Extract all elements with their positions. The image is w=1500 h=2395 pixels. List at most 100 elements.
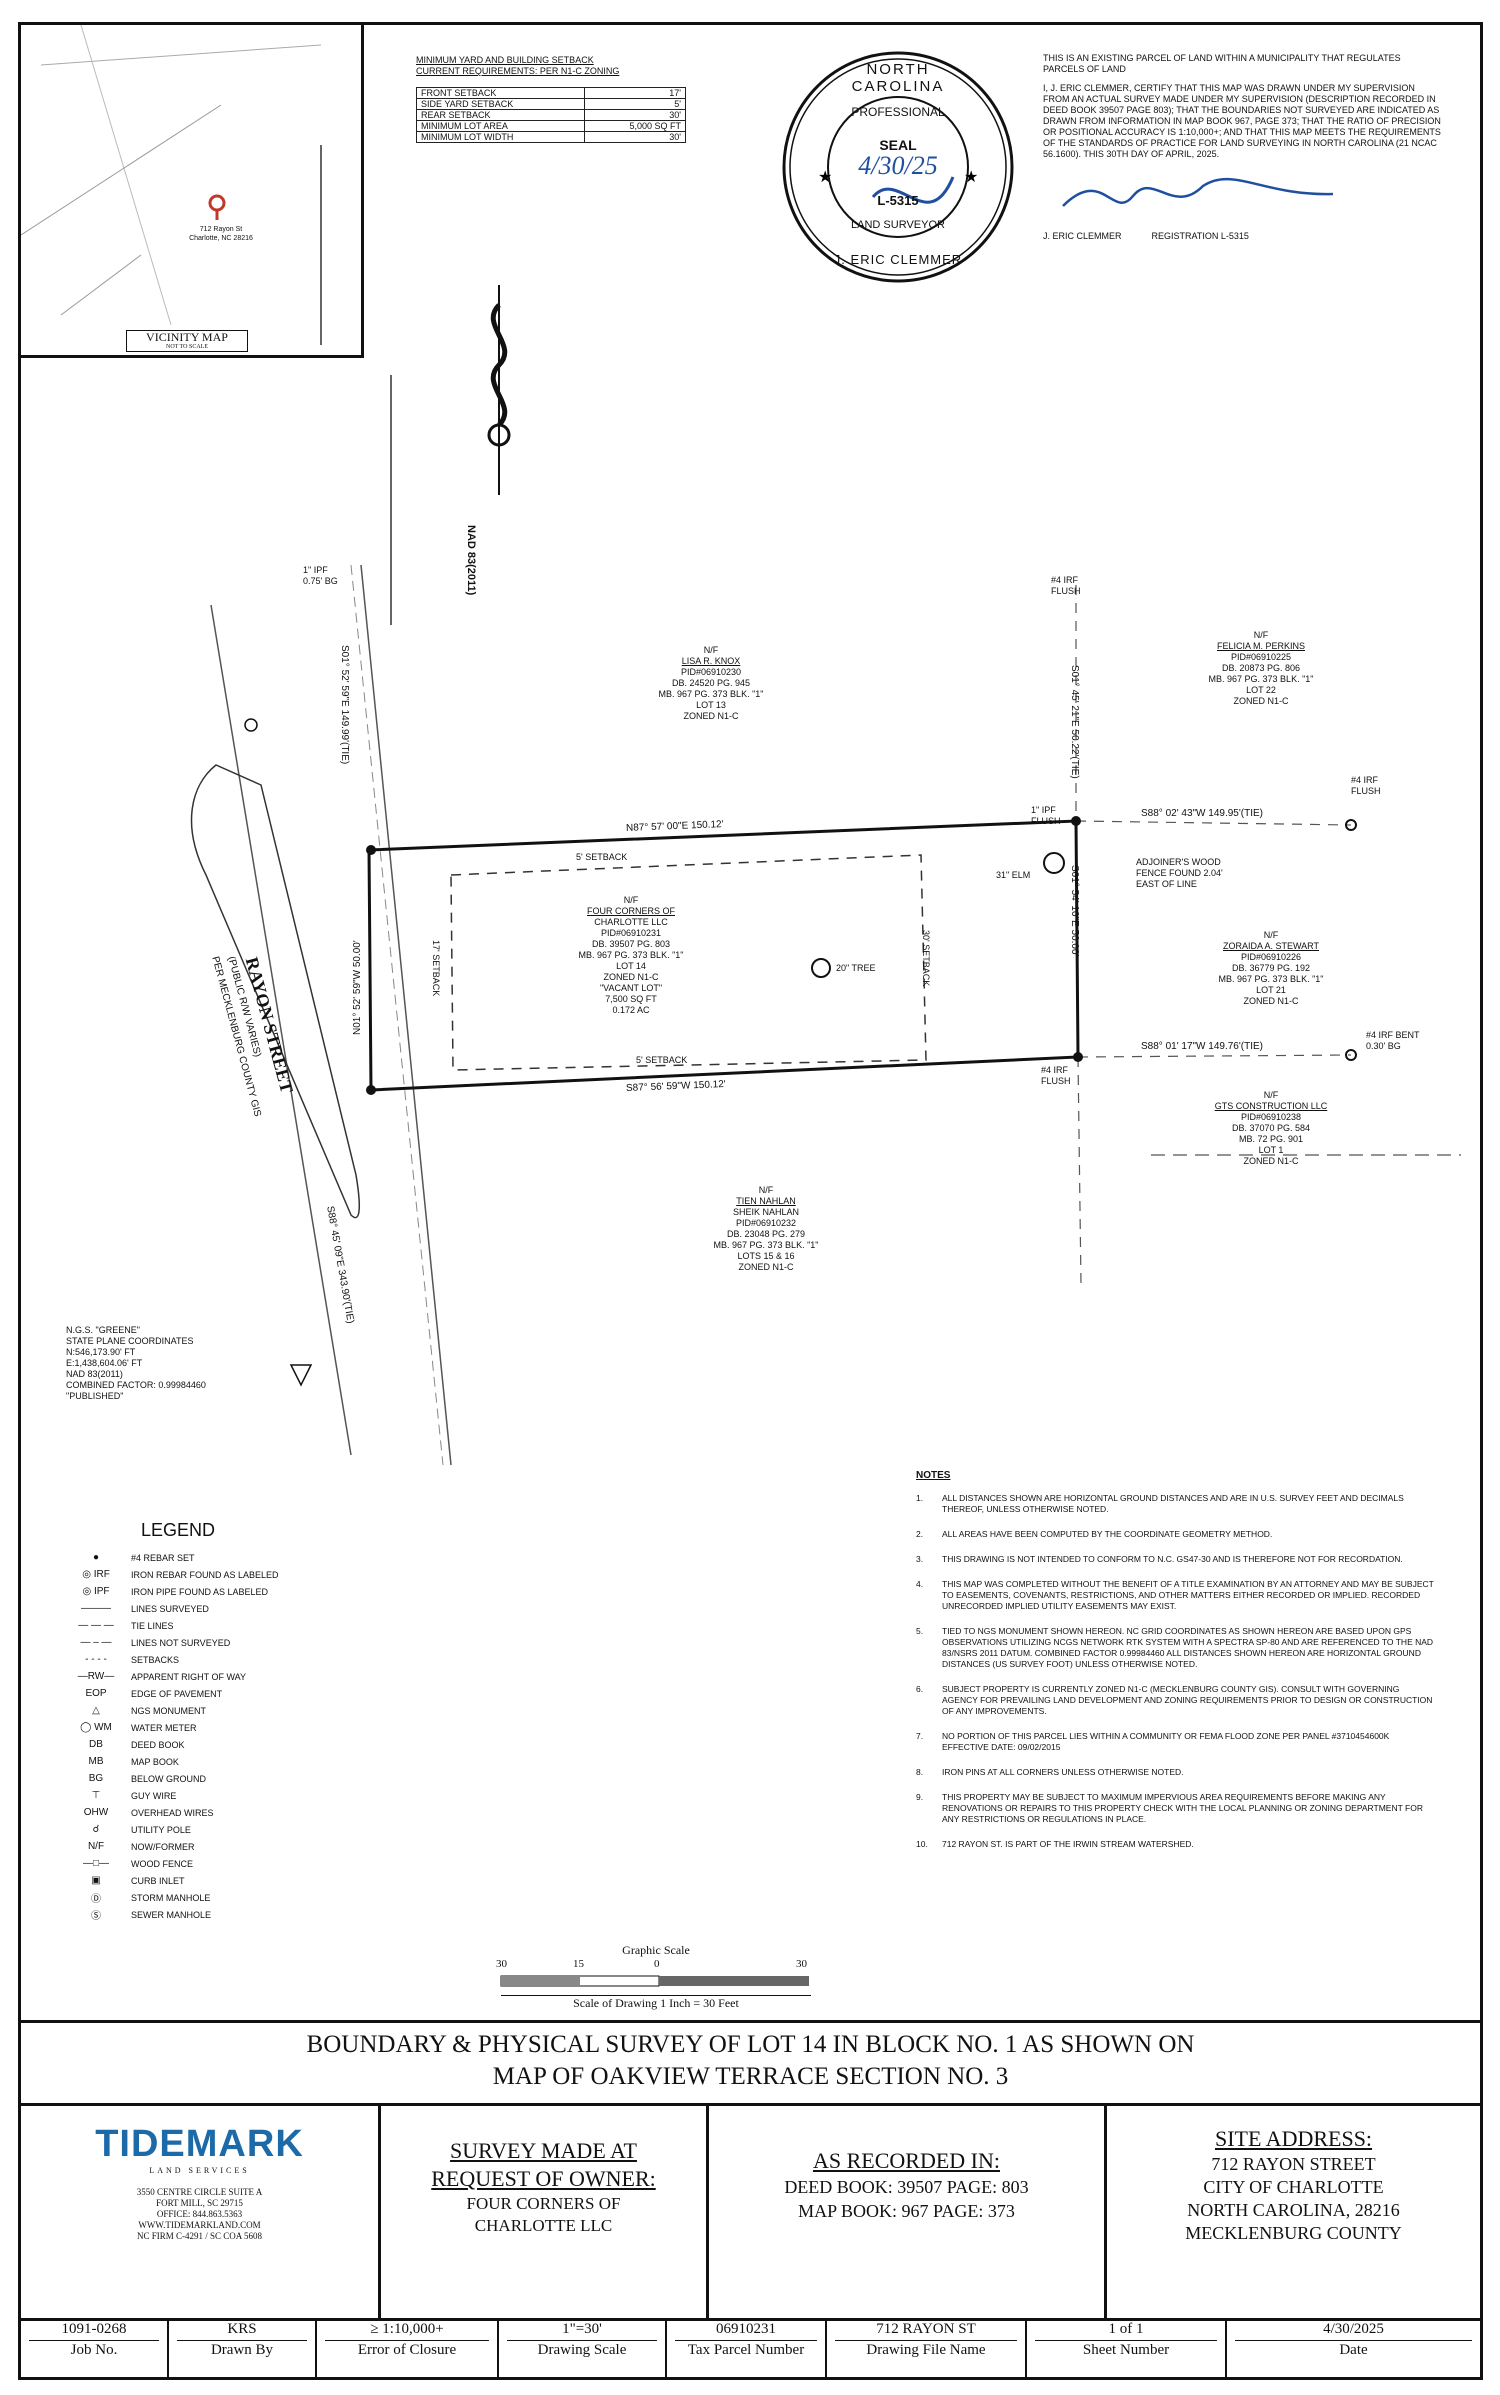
legend-item: △NGS MONUMENT [61, 1702, 421, 1719]
legend-label: SEWER MANHOLE [131, 1909, 212, 1920]
adj-north-line: DB. 24520 PG. 945 [671, 678, 751, 688]
vicinity-map-title: VICINITY MAP [146, 330, 228, 344]
subject-line: PID#06910231 [600, 928, 662, 938]
scale-caption: Scale of Drawing 1 Inch = 30 Feet [501, 1995, 811, 2011]
notes: NOTES 1.ALL DISTANCES SHOWN ARE HORIZONT… [916, 1470, 1436, 1864]
vicinity-map-drawing [20, 24, 322, 345]
note-number: 5. [916, 1626, 924, 1636]
note-text: TIED TO NGS MONUMENT SHOWN HEREON. NC GR… [942, 1626, 1434, 1669]
company-block: TIDEMARK LAND SERVICES 3550 CENTRE CIRCL… [21, 2103, 381, 2318]
footer-value: 4/30/2025 [1235, 2318, 1472, 2341]
footer-label: Error of Closure [357, 2342, 457, 2358]
legend-item: ●#4 REBAR SET [61, 1549, 421, 1566]
setback-right-label: 30' SETBACK [921, 930, 931, 987]
footer-cell: 1"=30'Drawing Scale [499, 2318, 667, 2377]
site-line-4: MECKLENBURG COUNTY [1185, 2223, 1402, 2243]
legend-item: ———LINES SURVEYED [61, 1600, 421, 1617]
note-number: 3. [916, 1554, 924, 1564]
footer-value: 06910231 [675, 2318, 817, 2341]
elm-label: 31" ELM [996, 870, 1031, 880]
vicinity-map-scale-note: NOT TO SCALE [165, 344, 208, 350]
adj-s-line: LOTS 15 & 16 [737, 1251, 795, 1261]
notes-list: 1.ALL DISTANCES SHOWN ARE HORIZONTAL GRO… [916, 1493, 1436, 1850]
setback-lines [450, 854, 927, 1071]
tie-east-bottom: S88° 01' 17"W 149.76'(TIE) [1141, 1041, 1263, 1052]
setback-value: 30' [584, 131, 686, 143]
cert-signer: J. ERIC CLEMMER [1043, 231, 1122, 241]
note-text: THIS PROPERTY MAY BE SUBJECT TO MAXIMUM … [942, 1792, 1423, 1824]
legend-label: GUY WIRE [131, 1790, 177, 1801]
adj-ne-line: ZONED N1-C [1233, 696, 1289, 706]
adj-ne-line: N/F [1253, 630, 1269, 640]
legend-symbol-icon: — – — [80, 1637, 112, 1648]
site-line-2: CITY OF CHARLOTTE [1203, 2177, 1384, 2197]
seal-land-surveyor: LAND SURVEYOR [851, 219, 945, 231]
adj-s-line: DB. 23048 PG. 279 [726, 1229, 806, 1239]
vicinity-pin-label-2: Charlotte, NC 28216 [189, 235, 253, 242]
legend-symbol-icon: △ [92, 1705, 100, 1716]
company-logo: TIDEMARK [21, 2123, 378, 2166]
subject-lot-boundary [367, 819, 1080, 1092]
ipf-top-left: 1" IPF 0.75' BG [303, 565, 338, 587]
adj-e-line: LOT 21 [1256, 985, 1286, 995]
graphic-scale: Graphic Scale 30 15 0 30 Scale of Drawin… [491, 1943, 821, 2011]
ngs-line: "PUBLISHED" [66, 1391, 124, 1401]
footer-label: Drawing File Name [866, 2342, 986, 2358]
rebar-set-icon [366, 845, 376, 855]
call-left: N01° 52' 59"W 50.00' [352, 940, 363, 1035]
surveyor-seal: ★ ★ NORTH CAROLINA PROFESSIONAL SEAL 4/3… [778, 47, 1018, 287]
note-number: 7. [916, 1731, 924, 1741]
rebar-top-right: #4 IRF FLUSH [1051, 575, 1081, 596]
adj-ne-line: MB. 967 PG. 373 BLK. "1" [1208, 674, 1314, 684]
elm-tree-icon [1043, 852, 1065, 874]
note-item: 6. SUBJECT PROPERTY IS CURRENTLY ZONED N1… [916, 1684, 1436, 1717]
seal-number: L-5315 [877, 193, 919, 208]
legend-label: IRON REBAR FOUND AS LABELED [131, 1569, 279, 1580]
note-number: 6. [916, 1684, 924, 1694]
certification-block: THIS IS AN EXISTING PARCEL OF LAND WITHI… [1043, 53, 1443, 242]
ngs-line: N:546,173.90' FT [66, 1347, 136, 1357]
legend-item: ◎ IRF IRON REBAR FOUND AS LABELED [61, 1566, 421, 1583]
footer-value: 712 RAYON ST [835, 2318, 1017, 2341]
legend-label: WOOD FENCE [131, 1858, 193, 1869]
seal-professional: PROFESSIONAL [851, 105, 945, 119]
adj-se-line: MB. 72 PG. 901 [1238, 1134, 1304, 1144]
recorded-heading: AS RECORDED IN: [812, 2148, 1000, 2173]
legend-symbol-icon: ● [92, 1552, 100, 1563]
seal-name: J. ERIC CLEMMER [833, 252, 963, 267]
note-item: 9.THIS PROPERTY MAY BE SUBJECT TO MAXIMU… [916, 1792, 1436, 1825]
note-text: THIS MAP WAS COMPLETED WITHOUT THE BENEF… [942, 1579, 1434, 1611]
footer-label: Sheet Number [1082, 2342, 1170, 2358]
adj-se-line: GTS CONSTRUCTION LLC [1214, 1101, 1328, 1111]
adj-se-line: ZONED N1-C [1243, 1156, 1299, 1166]
legend-item: —RW—APPARENT RIGHT OF WAY [61, 1668, 421, 1685]
subject-line: "VACANT LOT" [599, 983, 663, 993]
survey-title-line-2: MAP OF OAKVIEW TERRACE SECTION NO. 3 [492, 2063, 1009, 2090]
legend-label: LINES NOT SURVEYED [131, 1637, 231, 1648]
rebar-set-icon [366, 1085, 376, 1095]
legend-symbol-icon: —□— [82, 1858, 110, 1869]
footer-value: KRS [177, 2318, 307, 2341]
legend-item: ▣CURB INLET [61, 1872, 421, 1889]
legend-symbol-icon: ◎ IRF [82, 1569, 110, 1580]
legend-label: NOW/FORMER [131, 1841, 195, 1852]
call-right: S01° 54' 10"E 50.00' [1069, 865, 1080, 957]
legend-symbol-icon: —RW— [77, 1671, 115, 1682]
note-text: SUBJECT PROPERTY IS CURRENTLY ZONED N1-C… [942, 1684, 1433, 1716]
seal-word: SEAL [879, 137, 917, 153]
subject-line: 7,500 SQ FT [605, 994, 657, 1004]
footer-value: 1"=30' [507, 2318, 657, 2341]
adj-e-line: PID#06910226 [1240, 952, 1302, 962]
svg-text:★: ★ [964, 169, 978, 186]
legend-symbol-icon: EOP [85, 1688, 107, 1699]
legend-label: EDGE OF PAVEMENT [131, 1688, 223, 1699]
subject-line: LOT 14 [616, 961, 646, 971]
